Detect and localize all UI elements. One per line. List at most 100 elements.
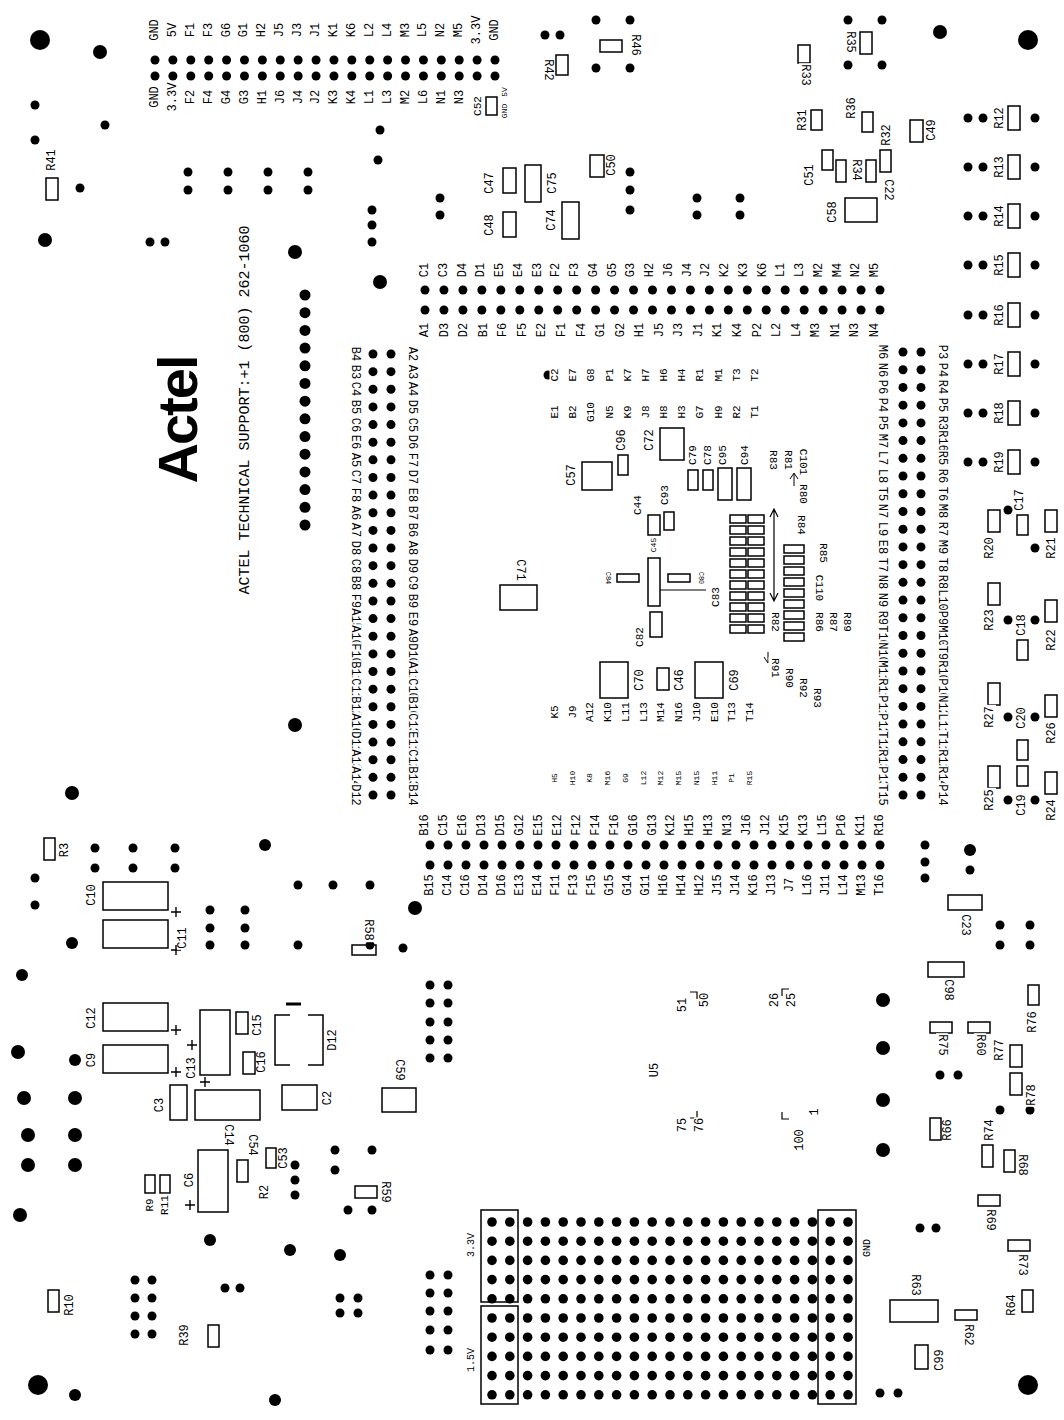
- silk-label: ACTEL TECHNICAL SUPPORT:+1 (800) 262-106…: [238, 224, 253, 595]
- solder-pad: [790, 1332, 800, 1342]
- solder-pad: [576, 1313, 586, 1323]
- component-outline: [1008, 253, 1020, 277]
- silk-label: G3: [625, 262, 637, 278]
- silk-label: H4: [677, 367, 688, 382]
- solder-pad: [151, 72, 160, 81]
- silk-label: H7: [640, 367, 651, 382]
- component-outline: [145, 1175, 155, 1193]
- solder-pad: [439, 306, 448, 315]
- solder-pad: [161, 238, 170, 247]
- solder-pad: [843, 1217, 853, 1227]
- solder-pad: [719, 1390, 729, 1400]
- solder-pad: [743, 286, 752, 295]
- silk-label: R10: [64, 1293, 76, 1317]
- silk-label: P14: [936, 783, 948, 807]
- silk-label: H1: [257, 89, 269, 105]
- solder-pad: [91, 844, 100, 853]
- component-outline: [703, 470, 713, 490]
- solder-pad: [387, 350, 396, 359]
- solder-pad: [630, 1256, 640, 1266]
- solder-pad: [899, 596, 908, 605]
- solder-pad: [964, 212, 973, 221]
- pads: [11, 16, 1040, 1407]
- solder-pad: [754, 1313, 764, 1323]
- solder-pad: [436, 194, 445, 203]
- solder-pad: [772, 1275, 782, 1285]
- silk-label: C74: [546, 208, 558, 232]
- solder-pad: [719, 1313, 729, 1323]
- silk-label: P4: [936, 362, 948, 378]
- silk-label: L16: [802, 873, 814, 897]
- solder-pad: [899, 365, 908, 374]
- solder-pad: [876, 841, 885, 850]
- solder-pad: [843, 1236, 853, 1246]
- silk-label: C14: [222, 1123, 234, 1147]
- component-outline: [195, 1090, 260, 1120]
- silk-label: T6: [936, 486, 948, 502]
- silk-label: C83: [711, 586, 722, 608]
- component-outline: [660, 428, 684, 460]
- solder-pad: [426, 1326, 435, 1335]
- solder-pad: [592, 16, 601, 25]
- silk-label: F4: [203, 89, 215, 105]
- solder-pad: [30, 30, 50, 50]
- solder-pad: [626, 64, 635, 73]
- solder-pad: [1031, 311, 1040, 320]
- component-outline: [1004, 1150, 1015, 1172]
- solder-pad: [264, 168, 273, 177]
- solder-pad: [754, 1332, 764, 1342]
- solder-pad: [570, 861, 579, 870]
- silk-label: C59: [393, 1058, 405, 1082]
- silk-label: D6: [406, 434, 418, 450]
- component-outline: [730, 548, 746, 556]
- silk-label: C12: [86, 1006, 98, 1030]
- silk-label: B14: [406, 783, 418, 807]
- solder-pad: [284, 1244, 296, 1256]
- component-outline: [562, 202, 579, 239]
- silk-label: C45: [650, 537, 658, 553]
- solder-pad: [665, 1390, 675, 1400]
- solder-pad: [736, 1371, 746, 1381]
- solder-pad: [491, 72, 500, 81]
- silk-label: GND: [501, 103, 509, 119]
- solder-pad: [647, 1294, 657, 1304]
- solder-pad: [754, 1236, 764, 1246]
- solder-pad: [347, 56, 356, 65]
- solder-pad: [899, 702, 908, 711]
- solder-pad: [368, 1206, 377, 1215]
- silk-label: J13: [766, 873, 778, 897]
- solder-pad: [736, 1256, 746, 1266]
- solder-pad: [93, 45, 107, 59]
- silk-label: C79: [688, 444, 699, 466]
- silk-label: C16: [256, 1050, 268, 1074]
- solder-pad: [701, 1332, 711, 1342]
- silk-label: G9: [622, 772, 630, 784]
- solder-pad: [665, 1275, 675, 1285]
- solder-pad: [541, 1313, 551, 1323]
- component-outline: [46, 178, 58, 200]
- solder-pad: [1004, 616, 1013, 625]
- silk-label: R73: [1016, 1253, 1028, 1277]
- solder-pad: [336, 1309, 345, 1318]
- solder-pad: [683, 1313, 693, 1323]
- component-outline: [784, 633, 804, 641]
- silk-label: J3: [673, 322, 685, 338]
- solder-pad: [808, 1256, 818, 1266]
- solder-pad: [421, 306, 430, 315]
- silk-label: R89: [841, 611, 852, 633]
- silk-label: 1.5V: [467, 1347, 477, 1373]
- silk-label: N13: [722, 813, 734, 837]
- solder-pad: [300, 520, 311, 531]
- solder-pad: [808, 1313, 818, 1323]
- silk-label: C19: [1016, 793, 1028, 817]
- component-outline: [748, 603, 764, 611]
- silk-label: C75: [547, 171, 559, 195]
- silk-label: R90: [783, 667, 794, 689]
- silk-label: N15: [693, 770, 701, 786]
- solder-pad: [772, 1313, 782, 1323]
- component-outline: [748, 570, 764, 578]
- solder-pad: [477, 306, 486, 315]
- solder-pad: [523, 1236, 533, 1246]
- solder-pad: [843, 1294, 853, 1304]
- solder-pad: [473, 72, 482, 81]
